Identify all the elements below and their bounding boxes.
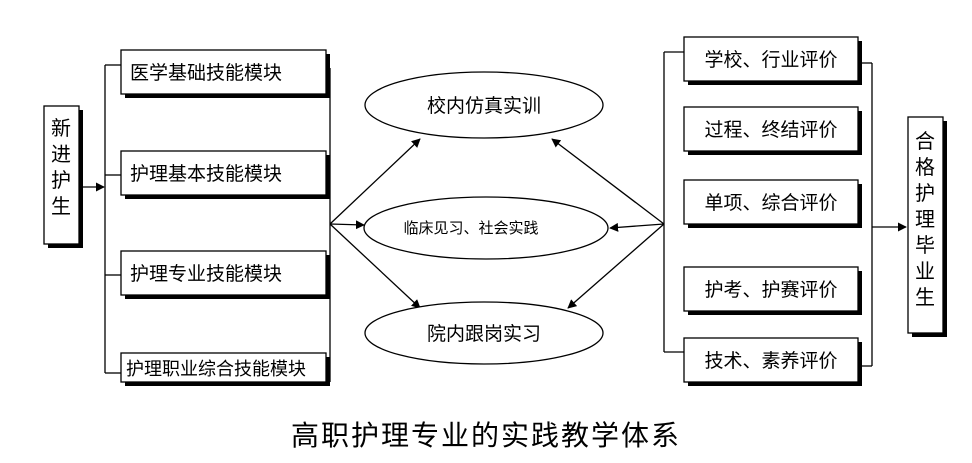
module-label: 护理专业技能模块 [130,263,282,285]
evaluation-label: 学校、行业评价 [704,49,837,71]
output-node: 合格护理毕业生 [907,116,947,337]
module-label: 护理职业综合技能模块 [126,359,306,380]
practice-node: 临床见习、社会实践 [363,196,609,260]
output-label: 合格护理毕业生 [915,129,935,309]
diagram-caption: 高职护理专业的实践教学体系 [290,419,681,452]
evaluation-label: 技术、素养评价 [704,350,837,372]
practice-label: 校内仿真实训 [427,95,541,117]
eval-arrow-campus [551,138,665,225]
evaluation-label: 过程、终结评价 [704,119,837,141]
eval-arrow-hospital [567,223,665,309]
module-label: 护理基本技能模块 [130,163,282,185]
module-box: 护理基本技能模块 [120,150,330,199]
module-box: 护理职业综合技能模块 [120,352,330,386]
module-box: 护理专业技能模块 [120,250,330,299]
evaluation-box: 技术、素养评价 [683,337,862,386]
arrow-to-hospital [329,223,421,309]
practice-label: 临床见习、社会实践 [403,219,538,237]
input-node: 新进护生 [43,105,83,248]
evaluation-box: 单项、综合评价 [683,179,862,228]
arrow-to-clinical [329,220,365,230]
module-label: 医学基础技能模块 [130,62,282,84]
practice-node: 院内跟岗实习 [364,301,604,365]
practice-label: 院内跟岗实习 [427,323,541,345]
arrow-to-campus [329,138,421,225]
eval-arrow-clinical [609,222,665,232]
evaluation-box: 护考、护赛评价 [683,266,862,315]
evaluation-label: 护考、护赛评价 [704,279,837,301]
evaluation-label: 单项、综合评价 [704,192,837,214]
module-box: 医学基础技能模块 [120,49,330,98]
input-label: 新进护生 [51,116,71,218]
evaluation-box: 过程、终结评价 [683,106,862,155]
practice-node: 校内仿真实训 [364,71,604,139]
evaluation-box: 学校、行业评价 [683,36,862,85]
